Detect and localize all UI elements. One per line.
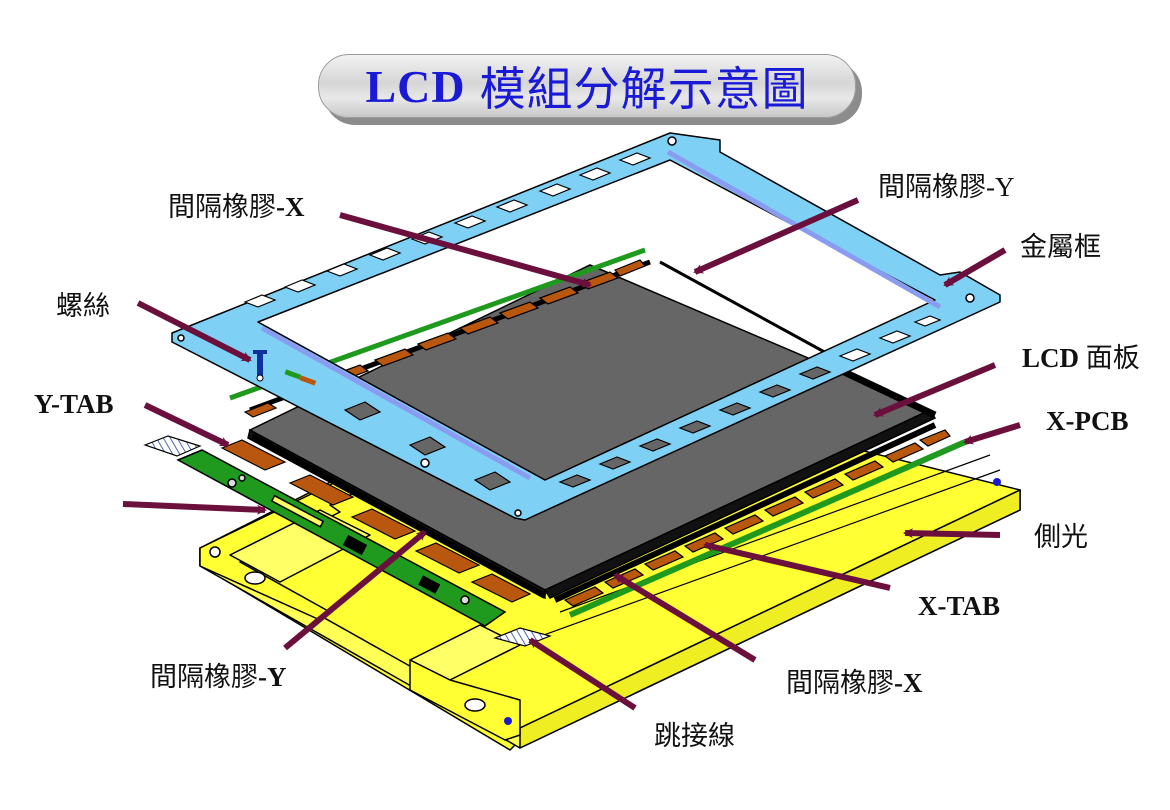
arrow-x-tab: [703, 541, 891, 591]
metal-frame: [171, 132, 1001, 521]
title-banner: LCD 模組分解示意圖: [318, 54, 856, 118]
arrow-x-pcb: [963, 422, 1021, 445]
label-lcd-panel: LCD 面板: [1022, 343, 1140, 374]
arrow-screw: [136, 300, 252, 363]
label-spacer-y-top: 間隔橡膠-Y: [878, 172, 1015, 203]
arrow-spacer-y-top: [693, 197, 860, 275]
y-tab-row: [220, 439, 532, 603]
screw-icon: [253, 350, 267, 382]
label-x-pcb: X-PCB: [1046, 406, 1129, 436]
arrow-metal-frame: [943, 247, 1007, 288]
label-backlight: 側光: [1034, 522, 1088, 553]
label-suffix: -Y: [986, 172, 1015, 202]
label-jumper: 跳接線: [654, 721, 735, 752]
arrow-spacer-x-bottom: [613, 572, 757, 663]
label-spacer-y-bottom: 間隔橡膠-Y: [150, 662, 287, 693]
label-y-tab: Y-TAB: [34, 389, 114, 419]
callout-arrows: [122, 197, 1021, 711]
arrow-lcd-panel: [873, 362, 997, 418]
arrow-spacer-x-top: [339, 212, 592, 288]
jumper-pad-left: [143, 435, 202, 457]
label-x-tab: X-TAB: [918, 591, 1001, 621]
frame-slots-bottom-white: [838, 315, 942, 362]
label-suffix: -X: [894, 668, 923, 698]
label-text: 間隔橡膠: [150, 662, 258, 693]
label-suffix: -Y: [258, 662, 287, 692]
label-text: 間隔橡膠: [786, 668, 894, 699]
frame-slots-top: [243, 152, 652, 308]
arrow-y-pcb: [122, 501, 267, 515]
arrow-backlight: [903, 528, 1001, 539]
label-text: 間隔橡膠: [168, 192, 276, 223]
title-main: 模組分解示意圖: [479, 62, 809, 116]
arrow-spacer-y-bottom: [283, 529, 427, 651]
frame-slots-left: [343, 401, 512, 491]
label-screw: 螺絲: [56, 291, 110, 322]
frame-slots-bottom: [558, 366, 832, 488]
label-metal-frame: 金屬框: [1020, 232, 1101, 263]
label-prefix: LCD: [1022, 343, 1080, 373]
title-prefix: LCD: [365, 60, 466, 112]
label-text: 間隔橡膠: [878, 172, 986, 203]
label-text: 面板: [1085, 343, 1140, 374]
label-spacer-x-top: 間隔橡膠-X: [168, 192, 305, 223]
label-spacer-x-bottom: 間隔橡膠-X: [786, 668, 923, 699]
arrow-jumper: [528, 637, 637, 711]
diagram-title: LCD 模組分解示意圖: [319, 55, 855, 117]
x-tab-row: [563, 429, 951, 607]
arrow-y-tab: [143, 402, 230, 448]
label-suffix: -X: [276, 192, 305, 222]
